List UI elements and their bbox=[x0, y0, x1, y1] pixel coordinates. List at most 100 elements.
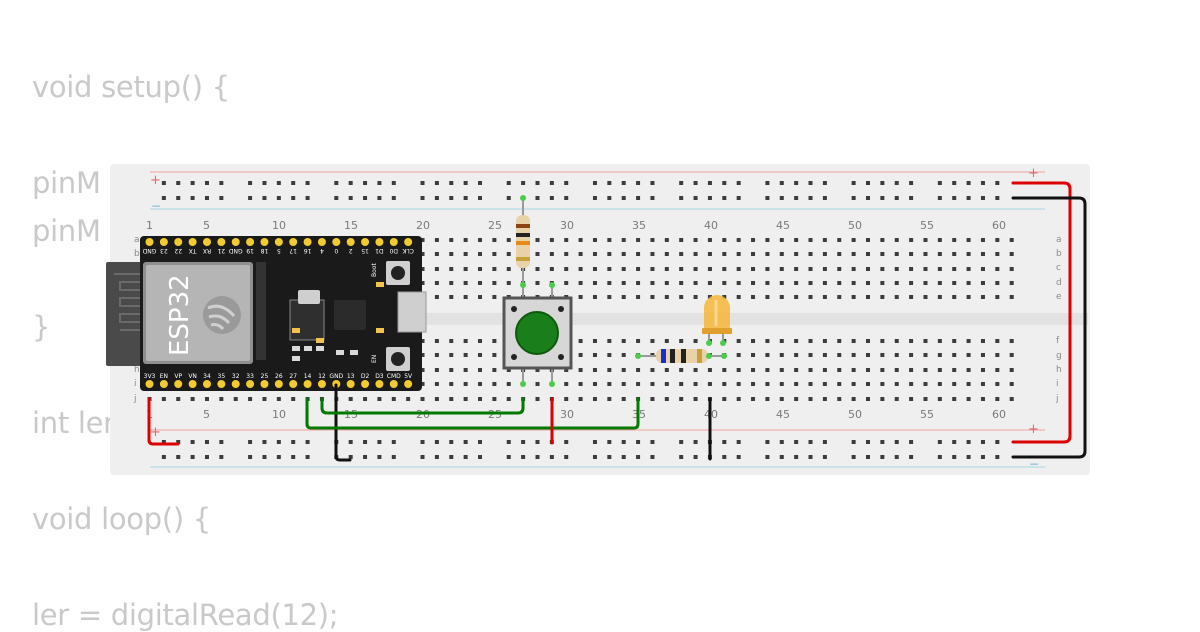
breadboard-hole[interactable] bbox=[837, 353, 842, 357]
breadboard-hole[interactable] bbox=[851, 252, 856, 256]
breadboard-hole[interactable] bbox=[478, 353, 483, 357]
breadboard-hole[interactable] bbox=[995, 339, 1000, 343]
breadboard-hole[interactable] bbox=[391, 181, 396, 185]
breadboard-hole[interactable] bbox=[880, 252, 885, 256]
breadboard-hole[interactable] bbox=[751, 397, 756, 401]
breadboard-hole[interactable] bbox=[492, 267, 497, 271]
breadboard-hole[interactable] bbox=[463, 267, 468, 271]
breadboard-hole[interactable] bbox=[779, 238, 784, 242]
breadboard-hole[interactable] bbox=[765, 252, 770, 256]
breadboard-hole[interactable] bbox=[1009, 295, 1014, 299]
breadboard-hole[interactable] bbox=[679, 281, 684, 285]
breadboard-hole[interactable] bbox=[808, 267, 813, 271]
breadboard-hole[interactable] bbox=[478, 397, 483, 401]
breadboard-hole[interactable] bbox=[204, 440, 209, 444]
breadboard-hole[interactable] bbox=[434, 397, 439, 401]
breadboard-hole[interactable] bbox=[736, 295, 741, 299]
breadboard-hole[interactable] bbox=[966, 281, 971, 285]
header-pin[interactable] bbox=[389, 380, 398, 388]
breadboard-hole[interactable] bbox=[578, 353, 583, 357]
breadboard-hole[interactable] bbox=[751, 267, 756, 271]
breadboard-hole[interactable] bbox=[334, 196, 339, 200]
breadboard-hole[interactable] bbox=[909, 382, 914, 386]
breadboard-hole[interactable] bbox=[650, 238, 655, 242]
breadboard-hole[interactable] bbox=[592, 181, 597, 185]
breadboard-hole[interactable] bbox=[578, 368, 583, 372]
breadboard-hole[interactable] bbox=[880, 339, 885, 343]
breadboard-hole[interactable] bbox=[707, 238, 712, 242]
breadboard-hole[interactable] bbox=[995, 295, 1000, 299]
header-pin[interactable] bbox=[317, 380, 326, 388]
breadboard-hole[interactable] bbox=[190, 440, 195, 444]
breadboard-hole[interactable] bbox=[449, 295, 454, 299]
breadboard-hole[interactable] bbox=[693, 440, 698, 444]
breadboard-hole[interactable] bbox=[506, 252, 511, 256]
breadboard-hole[interactable] bbox=[664, 267, 669, 271]
breadboard-hole[interactable] bbox=[980, 196, 985, 200]
breadboard-hole[interactable] bbox=[894, 238, 899, 242]
breadboard-hole[interactable] bbox=[1009, 238, 1014, 242]
breadboard-hole[interactable] bbox=[779, 267, 784, 271]
breadboard-hole[interactable] bbox=[636, 295, 641, 299]
breadboard-hole[interactable] bbox=[866, 440, 870, 444]
breadboard-hole[interactable] bbox=[535, 281, 540, 285]
breadboard-hole[interactable] bbox=[291, 196, 296, 200]
breadboard-hole[interactable] bbox=[621, 252, 626, 256]
breadboard-hole[interactable] bbox=[966, 238, 971, 242]
breadboard-hole[interactable] bbox=[794, 281, 799, 285]
breadboard-hole[interactable] bbox=[822, 238, 827, 242]
breadboard-hole[interactable] bbox=[363, 196, 368, 200]
breadboard-hole[interactable] bbox=[707, 181, 712, 185]
breadboard-hole[interactable] bbox=[765, 181, 770, 185]
breadboard-hole[interactable] bbox=[952, 353, 957, 357]
breadboard-hole[interactable] bbox=[822, 252, 827, 256]
breadboard-hole[interactable] bbox=[995, 196, 1000, 200]
breadboard-hole[interactable] bbox=[995, 267, 1000, 271]
breadboard-hole[interactable] bbox=[966, 295, 971, 299]
breadboard-hole[interactable] bbox=[636, 382, 641, 386]
breadboard-hole[interactable] bbox=[564, 196, 569, 200]
breadboard-hole[interactable] bbox=[621, 295, 626, 299]
breadboard-hole[interactable] bbox=[765, 368, 770, 372]
wire-black-gnd[interactable] bbox=[334, 383, 352, 462]
breadboard-hole[interactable] bbox=[794, 196, 799, 200]
breadboard-hole[interactable] bbox=[420, 267, 425, 271]
breadboard-hole[interactable] bbox=[952, 267, 957, 271]
breadboard-hole[interactable] bbox=[880, 181, 885, 185]
breadboard-hole[interactable] bbox=[578, 281, 583, 285]
breadboard-hole[interactable] bbox=[276, 181, 281, 185]
breadboard-hole[interactable] bbox=[894, 455, 899, 459]
header-pin[interactable] bbox=[260, 380, 269, 388]
breadboard-hole[interactable] bbox=[607, 455, 612, 459]
breadboard-hole[interactable] bbox=[980, 455, 985, 459]
breadboard-hole[interactable] bbox=[607, 238, 612, 242]
header-pin[interactable] bbox=[289, 380, 298, 388]
breadboard-hole[interactable] bbox=[693, 368, 698, 372]
header-pin[interactable] bbox=[159, 380, 168, 388]
breadboard-hole[interactable] bbox=[722, 440, 727, 444]
breadboard-hole[interactable] bbox=[276, 397, 281, 401]
breadboard-hole[interactable] bbox=[707, 382, 712, 386]
breadboard-hole[interactable] bbox=[736, 238, 741, 242]
breadboard-hole[interactable] bbox=[923, 252, 928, 256]
breadboard-hole[interactable] bbox=[592, 353, 597, 357]
breadboard-hole[interactable] bbox=[420, 281, 425, 285]
breadboard-hole[interactable] bbox=[923, 397, 928, 401]
breadboard-hole[interactable] bbox=[434, 238, 439, 242]
breadboard-hole[interactable] bbox=[966, 339, 971, 343]
breadboard-hole[interactable] bbox=[636, 181, 641, 185]
breadboard-hole[interactable] bbox=[909, 440, 914, 444]
breadboard-hole[interactable] bbox=[406, 397, 411, 401]
breadboard-hole[interactable] bbox=[707, 281, 712, 285]
breadboard-hole[interactable] bbox=[420, 196, 425, 200]
breadboard-hole[interactable] bbox=[736, 281, 741, 285]
breadboard-hole[interactable] bbox=[478, 382, 483, 386]
breadboard-hole[interactable] bbox=[880, 196, 885, 200]
breadboard-hole[interactable] bbox=[478, 440, 483, 444]
breadboard-hole[interactable] bbox=[592, 455, 597, 459]
breadboard-hole[interactable] bbox=[535, 267, 540, 271]
breadboard-hole[interactable] bbox=[664, 339, 669, 343]
breadboard-hole[interactable] bbox=[391, 397, 396, 401]
breadboard-hole[interactable] bbox=[894, 281, 899, 285]
breadboard-hole[interactable] bbox=[980, 295, 985, 299]
